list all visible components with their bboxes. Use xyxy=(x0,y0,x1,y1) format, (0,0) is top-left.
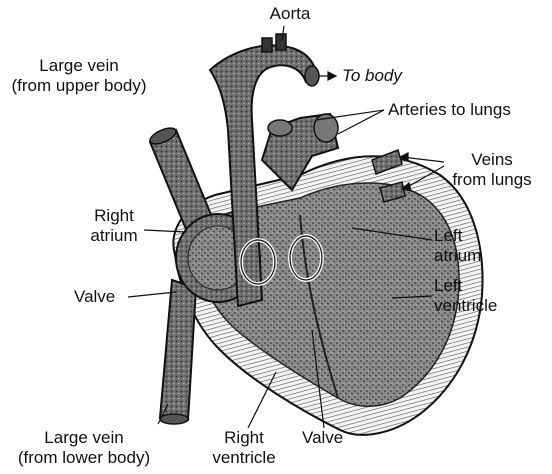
label-right-ventricle-line1: Right xyxy=(204,428,284,448)
label-to-body: To body xyxy=(342,66,402,86)
label-left-atrium: Left atrium xyxy=(434,226,481,266)
label-aorta: Aorta xyxy=(260,4,320,24)
label-veins-from-lungs-line1: Veins xyxy=(440,150,544,170)
label-large-vein-upper-line1: Large vein xyxy=(4,56,154,76)
label-veins-from-lungs-line2: from lungs xyxy=(440,170,544,190)
inferior-vena-cava xyxy=(160,280,196,420)
label-large-vein-lower-line1: Large vein xyxy=(4,428,164,448)
label-large-vein-lower: Large vein (from lower body) xyxy=(4,428,164,468)
label-right-atrium: Right atrium xyxy=(82,206,146,246)
label-arteries-to-lungs: Arteries to lungs xyxy=(388,100,511,120)
label-large-vein-upper: Large vein (from upper body) xyxy=(4,56,154,96)
label-right-atrium-line1: Right xyxy=(82,206,146,226)
label-large-vein-upper-line2: (from upper body) xyxy=(4,76,154,96)
label-valve-left: Valve xyxy=(74,287,115,307)
label-left-ventricle: Left ventricle xyxy=(434,276,497,316)
label-left-atrium-line2: atrium xyxy=(434,246,481,266)
label-right-atrium-line2: atrium xyxy=(82,226,146,246)
label-veins-from-lungs: Veins from lungs xyxy=(440,150,544,190)
label-left-ventricle-line2: ventricle xyxy=(434,296,497,316)
label-left-atrium-line1: Left xyxy=(434,226,481,246)
label-valve-bottom: Valve xyxy=(302,428,343,448)
label-right-ventricle-line2: ventricle xyxy=(204,448,284,468)
label-left-ventricle-line1: Left xyxy=(434,276,497,296)
label-right-ventricle: Right ventricle xyxy=(204,428,284,468)
label-large-vein-lower-line2: (from lower body) xyxy=(4,448,164,468)
